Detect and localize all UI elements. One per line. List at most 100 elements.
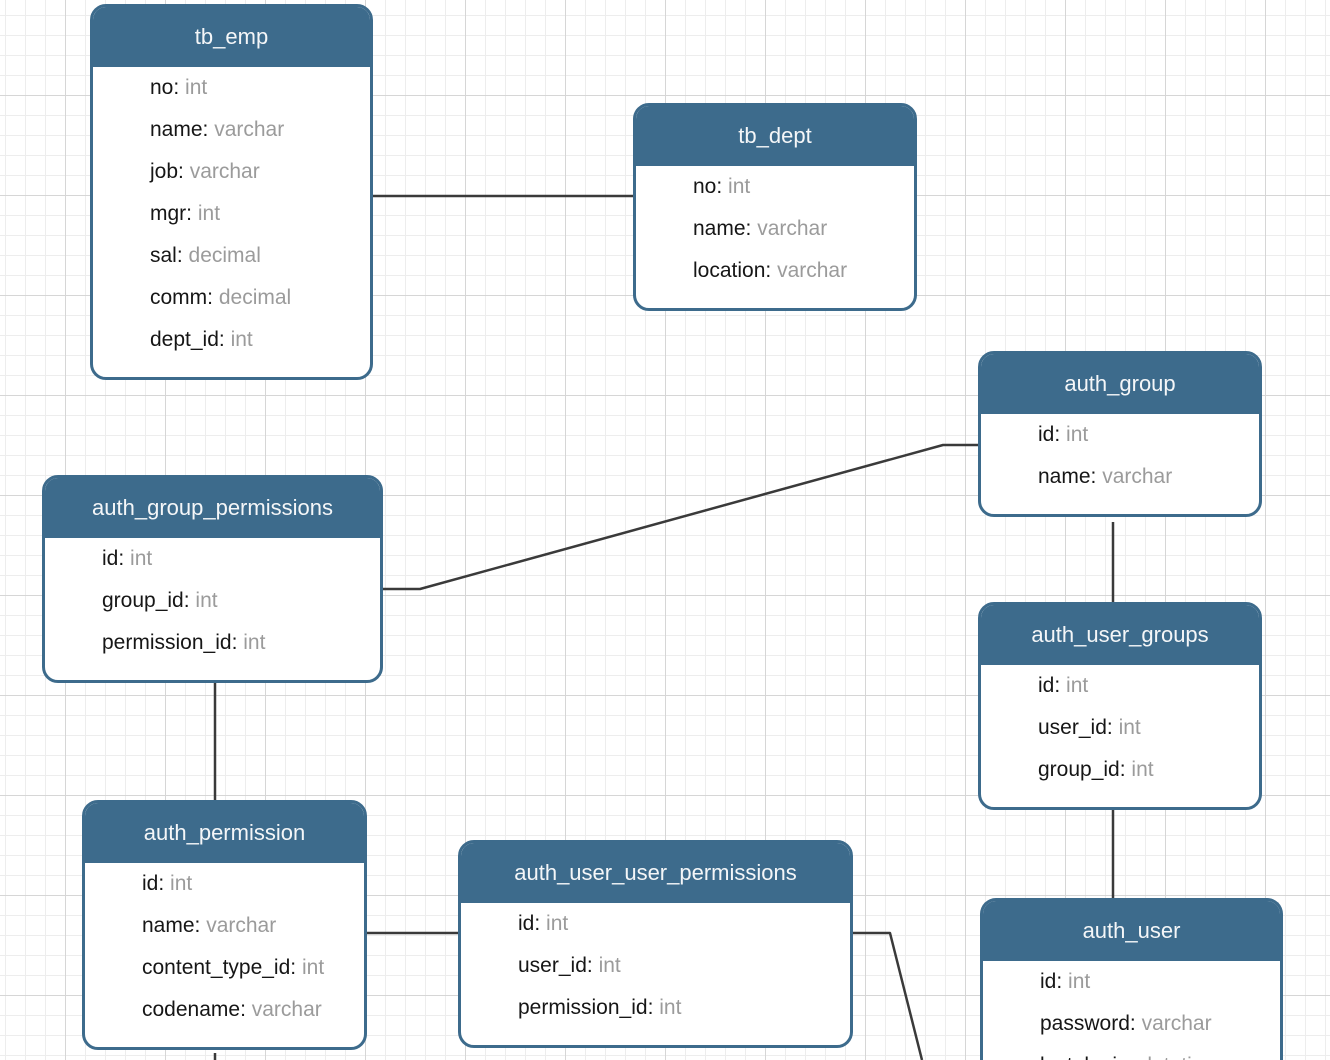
field-type: int (170, 872, 193, 895)
field-row: namevarchar (150, 109, 364, 151)
field-type: int (546, 912, 569, 935)
table-header: tb_dept (636, 106, 914, 166)
field-name: name (1038, 465, 1102, 488)
table-title: auth_permission (143, 820, 306, 845)
field-row: last_logindatetime (1040, 1045, 1274, 1060)
field-type: decimal (218, 286, 292, 309)
field-name: sal (150, 244, 189, 267)
table-body: noint namevarchar jobvarchar mgrint sald… (93, 67, 370, 377)
table-header: tb_emp (93, 7, 370, 67)
field-name: job (150, 160, 190, 183)
field-type: varchar (1102, 465, 1173, 488)
table-title: auth_group_permissions (92, 495, 333, 520)
field-name: mgr (150, 202, 198, 225)
field-row: permission_idint (518, 987, 844, 1029)
field-name: no (693, 175, 728, 198)
field-type: int (1066, 423, 1089, 446)
field-name: permission_id (518, 996, 659, 1019)
table-auth_user_groups[interactable]: auth_user_groups idint user_idint group_… (978, 602, 1262, 810)
field-row: idint (518, 903, 844, 945)
field-type: int (659, 996, 682, 1019)
field-row: locationvarchar (693, 250, 908, 292)
field-row: mgrint (150, 193, 364, 235)
field-type: int (1131, 758, 1154, 781)
field-row: passwordvarchar (1040, 1003, 1274, 1045)
field-type: varchar (206, 914, 277, 937)
field-row: noint (693, 166, 908, 208)
field-name: location (693, 259, 777, 282)
table-auth_user_user_permissions[interactable]: auth_user_user_permissions idint user_id… (458, 840, 853, 1048)
field-name: id (1038, 674, 1066, 697)
field-type: datetime (1140, 1054, 1221, 1060)
table-auth_permission[interactable]: auth_permission idint namevarchar conten… (82, 800, 367, 1050)
table-body: idint namevarchar (981, 414, 1259, 514)
field-type: int (728, 175, 751, 198)
field-row: saldecimal (150, 235, 364, 277)
field-name: last_login (1040, 1054, 1140, 1060)
field-type: int (230, 328, 253, 351)
field-name: codename (142, 998, 252, 1021)
field-name: user_id (518, 954, 599, 977)
field-row: idint (1038, 665, 1253, 707)
field-type: varchar (251, 998, 322, 1021)
field-type: int (130, 547, 153, 570)
field-row: jobvarchar (150, 151, 364, 193)
field-name: name (142, 914, 206, 937)
field-name: group_id (102, 589, 195, 612)
field-name: name (150, 118, 214, 141)
table-header: auth_group_permissions (45, 478, 380, 538)
table-auth_group_permissions[interactable]: auth_group_permissions idint group_idint… (42, 475, 383, 683)
table-body: idint user_idint permission_idint (461, 903, 850, 1045)
field-name: id (1038, 423, 1066, 446)
field-type: varchar (757, 217, 828, 240)
field-row: user_idint (1038, 707, 1253, 749)
field-name: id (102, 547, 130, 570)
field-type: int (243, 631, 266, 654)
field-type: varchar (214, 118, 285, 141)
table-body: noint namevarchar locationvarchar (636, 166, 914, 308)
connection-auth_group_permissions-auth_group (383, 443, 980, 591)
field-type: int (1066, 674, 1089, 697)
field-type: int (1068, 970, 1091, 993)
field-row: idint (142, 863, 358, 905)
table-header: auth_user_groups (981, 605, 1259, 665)
connection-auth_user_user_permissions-offscreen (853, 931, 924, 1060)
table-auth_group[interactable]: auth_group idint namevarchar (978, 351, 1262, 517)
field-row: user_idint (518, 945, 844, 987)
table-header: auth_permission (85, 803, 364, 863)
field-name: dept_id (150, 328, 231, 351)
field-name: id (518, 912, 546, 935)
table-tb_dept[interactable]: tb_dept noint namevarchar locationvarcha… (633, 103, 917, 311)
field-row: group_idint (1038, 749, 1253, 791)
table-header: auth_user (983, 901, 1280, 961)
field-row: idint (1038, 414, 1253, 456)
field-type: varchar (1141, 1012, 1212, 1035)
field-type: varchar (189, 160, 260, 183)
field-row: codenamevarchar (142, 989, 358, 1031)
table-header: auth_user_user_permissions (461, 843, 850, 903)
field-type: int (195, 589, 218, 612)
field-row: idint (102, 538, 374, 580)
table-header: auth_group (981, 354, 1259, 414)
table-tb_emp[interactable]: tb_emp noint namevarchar jobvarchar mgri… (90, 4, 373, 380)
table-title: tb_dept (738, 123, 812, 148)
field-name: comm (150, 286, 219, 309)
table-title: auth_group (1064, 371, 1176, 396)
table-auth_user[interactable]: auth_user idint passwordvarchar last_log… (980, 898, 1283, 1060)
field-row: dept_idint (150, 319, 364, 361)
field-name: content_type_id (142, 956, 302, 979)
field-row: namevarchar (693, 208, 908, 250)
field-name: group_id (1038, 758, 1131, 781)
table-body: idint group_idint permission_idint (45, 538, 380, 680)
table-body: idint namevarchar content_type_idint cod… (85, 863, 364, 1047)
table-title: auth_user_groups (1031, 622, 1209, 647)
field-row: commdecimal (150, 277, 364, 319)
field-name: name (693, 217, 757, 240)
field-name: permission_id (102, 631, 243, 654)
field-name: user_id (1038, 716, 1119, 739)
field-type: int (185, 76, 208, 99)
field-type: decimal (188, 244, 261, 267)
field-row: namevarchar (1038, 456, 1253, 498)
table-body: idint user_idint group_idint (981, 665, 1259, 807)
